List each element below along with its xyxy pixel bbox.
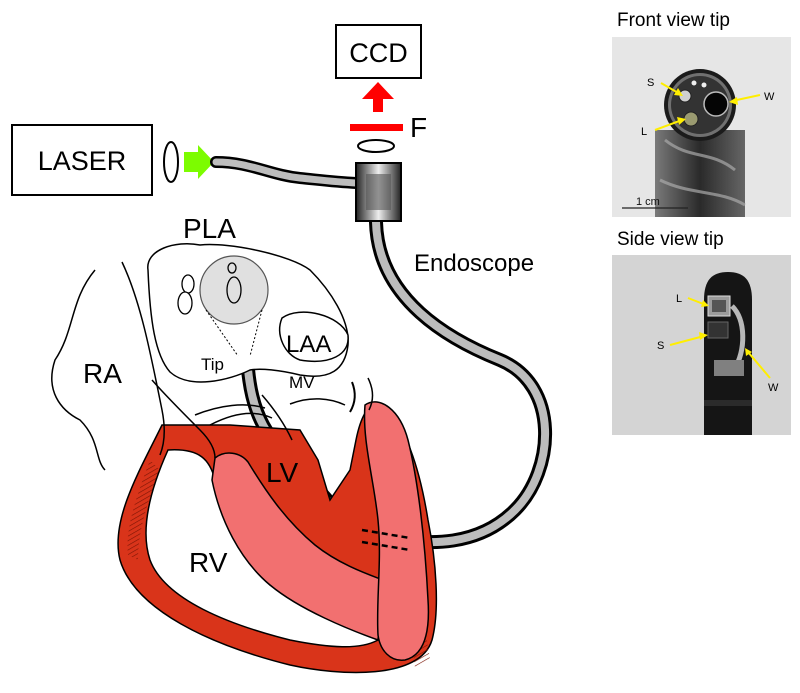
pla-label: PLA xyxy=(183,213,236,244)
mv-label: MV xyxy=(289,373,315,392)
myocardium-hatch-left xyxy=(127,460,160,560)
ccd-box: CCD xyxy=(335,24,422,79)
front-view-title: Front view tip xyxy=(617,10,730,31)
magnified-view xyxy=(199,255,269,325)
heart xyxy=(51,243,438,674)
front-view-photo xyxy=(612,37,791,217)
vein-opening-1 xyxy=(181,274,195,294)
magnified-opening-2 xyxy=(226,276,242,304)
laa-outline xyxy=(279,311,349,362)
front-label-s: S xyxy=(647,77,654,89)
mitral-leaflet-3 xyxy=(261,394,293,441)
side-label-l: L xyxy=(676,293,682,305)
front-scale-label: 1 cm xyxy=(636,196,660,208)
ra-septum-line xyxy=(121,261,165,456)
tip-label: Tip xyxy=(201,355,224,374)
fiber-coupler xyxy=(355,162,402,222)
chordae-1 xyxy=(349,381,356,413)
laser-fiber xyxy=(212,158,360,187)
wall-crossing xyxy=(361,528,411,552)
side-label-s: S xyxy=(657,340,664,352)
view-cone-left xyxy=(205,309,239,357)
filter-label: F xyxy=(410,112,427,143)
laa-label: LAA xyxy=(286,331,331,358)
septum-top xyxy=(151,379,216,459)
ccd-lens xyxy=(357,139,395,153)
vein-opening-2 xyxy=(177,291,193,315)
ra-label: RA xyxy=(83,358,122,389)
mitral-leaflet-1 xyxy=(194,404,266,416)
ra-outline xyxy=(51,269,106,471)
mitral-leaflet-2 xyxy=(209,412,273,426)
side-view-photo xyxy=(612,255,791,435)
side-pointers xyxy=(669,297,771,379)
chordae-2 xyxy=(367,377,374,411)
side-label-w: W xyxy=(768,382,779,394)
laser-arrow xyxy=(184,145,214,179)
front-pointers xyxy=(654,82,761,131)
laser-lens xyxy=(163,141,179,183)
endoscope-label: Endoscope xyxy=(414,250,534,277)
front-label-l: L xyxy=(641,126,647,138)
laser-label: LASER xyxy=(38,146,127,176)
laser-box: LASER xyxy=(11,124,153,196)
magnified-opening-1 xyxy=(227,262,237,274)
front-label-w: W xyxy=(764,91,775,103)
ccd-arrow xyxy=(362,82,394,112)
side-view-title: Side view tip xyxy=(617,229,724,250)
ccd-label: CCD xyxy=(349,38,408,68)
lv-label: LV xyxy=(266,457,298,488)
mitral-leaflet-4 xyxy=(289,398,346,406)
rv-label: RV xyxy=(189,547,228,578)
filter-bar xyxy=(350,124,403,131)
lv-free-wall xyxy=(363,401,430,661)
